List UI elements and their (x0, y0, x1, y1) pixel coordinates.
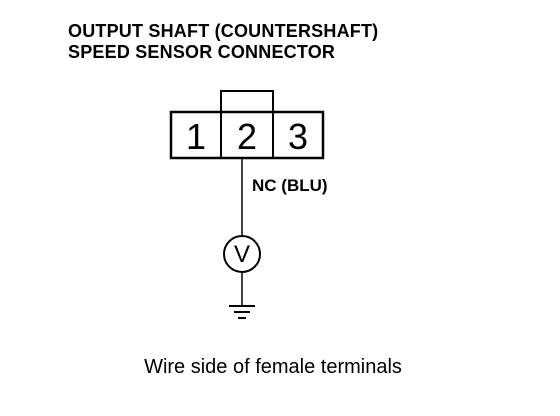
wire-color-label: NC (BLU) (252, 176, 328, 195)
diagram-caption: Wire side of female terminals (144, 356, 402, 378)
diagram-title: OUTPUT SHAFT (COUNTERSHAFT) SPEED SENSOR… (68, 21, 378, 63)
pin-1-label: 1 (186, 116, 206, 157)
voltmeter-symbol: V (234, 241, 250, 268)
connector-body (169, 110, 325, 160)
title-line-2: SPEED SENSOR CONNECTOR (68, 42, 336, 62)
connector-lock-tab (220, 90, 274, 113)
pin-3-label: 3 (288, 116, 308, 157)
title-line-1: OUTPUT SHAFT (COUNTERSHAFT) (68, 21, 379, 41)
ground-icon (229, 305, 255, 319)
pin-2-label: 2 (237, 116, 257, 157)
